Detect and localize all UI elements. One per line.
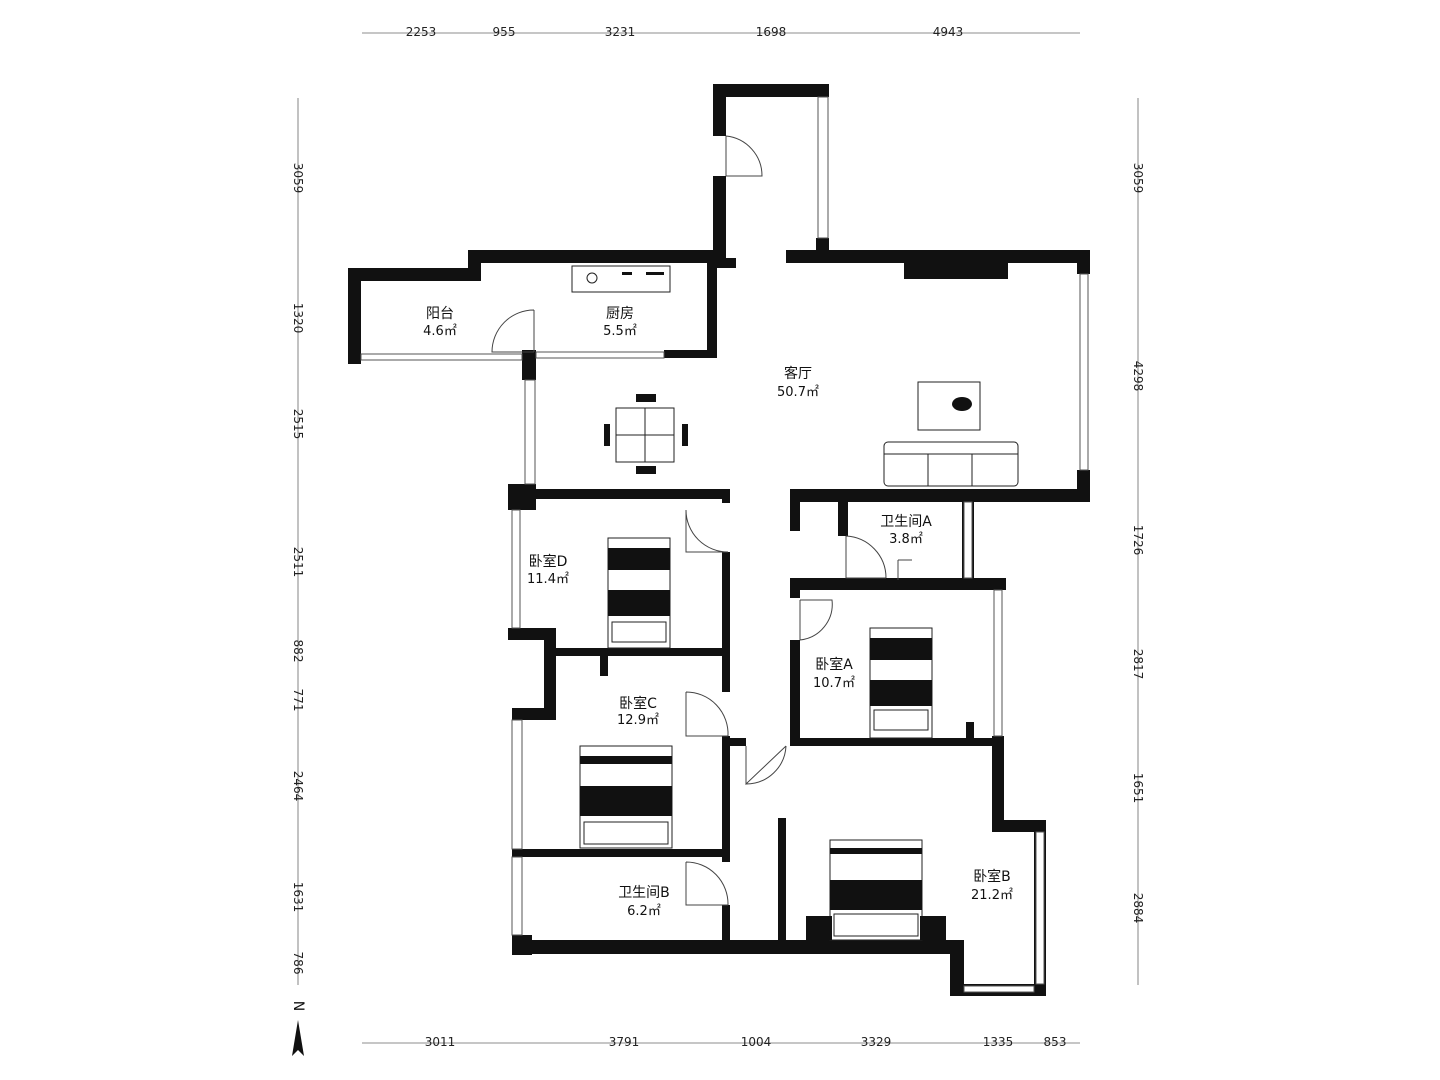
dim-right-3: 1726 bbox=[1131, 525, 1145, 556]
dim-right-5: 1651 bbox=[1131, 773, 1145, 804]
bedroom-d-area: 11.4㎡ bbox=[527, 572, 569, 587]
room-label-bedroom-a: 卧室A 10.7㎡ bbox=[813, 656, 855, 691]
dim-bottom-4: 3329 bbox=[861, 1035, 892, 1049]
bath-b-name: 卫生间B bbox=[618, 885, 670, 901]
kitchen-name: 厨房 bbox=[606, 306, 634, 322]
dim-left-9: 786 bbox=[291, 952, 305, 975]
room-label-bath-b: 卫生间B 6.2㎡ bbox=[618, 885, 670, 919]
kitchen-counter bbox=[571, 265, 671, 293]
bedroom-d-name: 卧室D bbox=[529, 553, 568, 570]
balcony-area: 4.6㎡ bbox=[423, 324, 457, 339]
bedroom-b-area: 21.2㎡ bbox=[971, 888, 1013, 903]
bedroom-c-name: 卧室C bbox=[619, 695, 657, 712]
dim-left-6: 771 bbox=[291, 689, 305, 712]
bath-a-area: 3.8㎡ bbox=[889, 532, 923, 547]
dim-bottom-2: 3791 bbox=[609, 1035, 640, 1049]
dim-left-1: 3059 bbox=[291, 163, 305, 194]
living-name: 客厅 bbox=[784, 365, 812, 382]
room-label-kitchen: 厨房 5.5㎡ bbox=[603, 306, 637, 339]
walls bbox=[348, 84, 1090, 996]
dim-right-6: 2884 bbox=[1131, 893, 1145, 924]
dim-left-5: 882 bbox=[291, 640, 305, 663]
dim-right-1: 3059 bbox=[1131, 163, 1145, 194]
room-label-bath-a: 卫生间A 3.8㎡ bbox=[880, 514, 932, 547]
right-dimensions: 3059 4298 1726 2817 1651 2884 bbox=[1131, 163, 1145, 924]
room-label-bedroom-c: 卧室C 12.9㎡ bbox=[617, 695, 659, 728]
dim-top-5: 4943 bbox=[933, 25, 964, 39]
dim-right-2: 4298 bbox=[1131, 361, 1145, 392]
dim-left-2: 1320 bbox=[291, 303, 305, 334]
left-dimensions: 3059 1320 2515 2511 882 771 2464 1631 78… bbox=[291, 163, 305, 975]
bedroom-a-area: 10.7㎡ bbox=[813, 676, 855, 691]
compass-label: N bbox=[290, 1001, 306, 1011]
tv-cabinet bbox=[904, 263, 1008, 279]
dim-top-2: 955 bbox=[493, 25, 516, 39]
dining-table bbox=[604, 394, 688, 474]
north-arrow-icon bbox=[292, 1020, 304, 1056]
bed-b bbox=[806, 839, 946, 941]
compass: N bbox=[290, 1001, 306, 1056]
dim-left-7: 2464 bbox=[291, 771, 305, 802]
dim-bottom-6: 853 bbox=[1044, 1035, 1067, 1049]
room-label-living: 客厅 50.7㎡ bbox=[777, 365, 819, 400]
room-label-bedroom-b: 卧室B 21.2㎡ bbox=[971, 868, 1013, 903]
top-dimensions: 2253 955 3231 1698 4943 bbox=[406, 25, 964, 39]
bottom-dimensions: 3011 3791 1004 3329 1335 853 bbox=[425, 1035, 1067, 1049]
bedroom-a-name: 卧室A bbox=[815, 656, 853, 673]
dim-top-3: 3231 bbox=[605, 25, 636, 39]
dim-top-1: 2253 bbox=[406, 25, 437, 39]
bed-d bbox=[607, 537, 671, 649]
balcony-name: 阳台 bbox=[426, 306, 454, 322]
bedroom-c-area: 12.9㎡ bbox=[617, 713, 659, 728]
bedroom-b-name: 卧室B bbox=[973, 868, 1011, 885]
dim-left-8: 1631 bbox=[291, 882, 305, 913]
dim-bottom-1: 3011 bbox=[425, 1035, 456, 1049]
room-label-balcony: 阳台 4.6㎡ bbox=[423, 306, 457, 339]
dim-left-4: 2511 bbox=[291, 547, 305, 578]
sofa bbox=[883, 441, 1019, 487]
bed-a bbox=[869, 627, 933, 739]
dim-bottom-5: 1335 bbox=[983, 1035, 1014, 1049]
doors bbox=[491, 135, 912, 906]
dimension-lines bbox=[297, 32, 1139, 1044]
dim-top-4: 1698 bbox=[756, 25, 787, 39]
bath-b-area: 6.2㎡ bbox=[627, 904, 661, 919]
dim-left-3: 2515 bbox=[291, 409, 305, 440]
dim-bottom-3: 1004 bbox=[741, 1035, 772, 1049]
windows bbox=[360, 96, 1089, 993]
living-area: 50.7㎡ bbox=[777, 385, 819, 400]
dim-right-4: 2817 bbox=[1131, 649, 1145, 680]
kitchen-area: 5.5㎡ bbox=[603, 324, 637, 339]
bath-a-name: 卫生间A bbox=[880, 514, 932, 530]
bed-c bbox=[579, 745, 673, 849]
coffee-table bbox=[917, 381, 981, 431]
room-label-bedroom-d: 卧室D 11.4㎡ bbox=[527, 553, 569, 587]
